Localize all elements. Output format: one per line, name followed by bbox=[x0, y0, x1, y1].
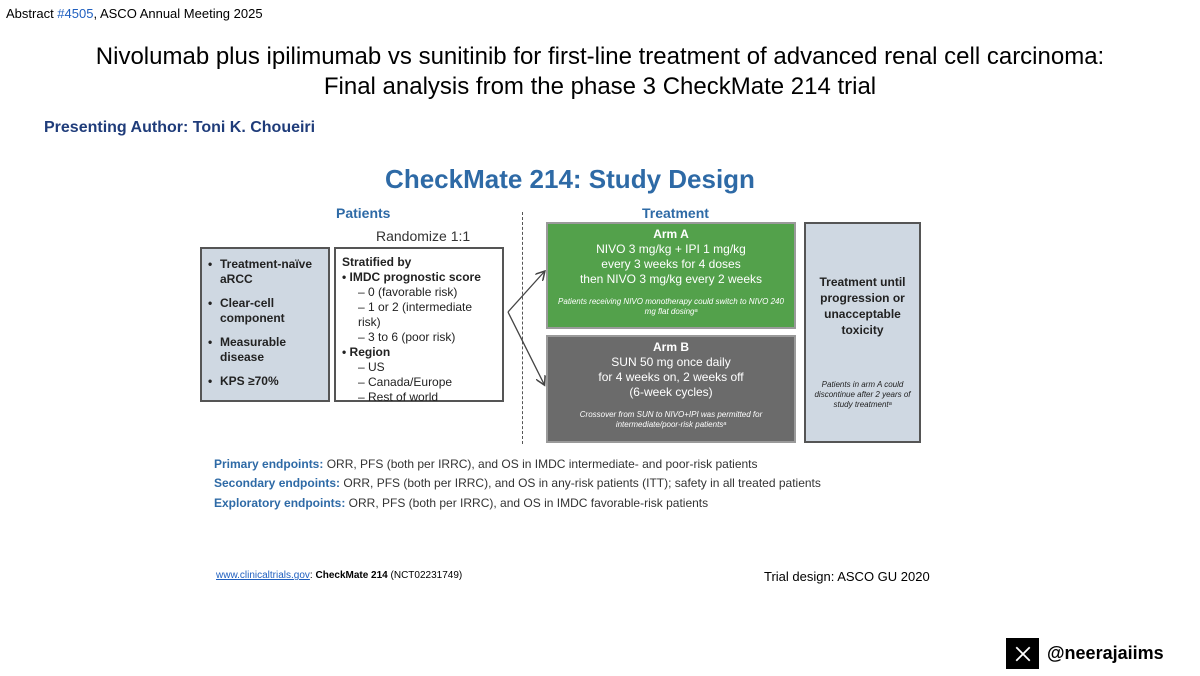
endpoint-text: ORR, PFS (both per IRRC), and OS in IMDC… bbox=[323, 457, 758, 471]
criterion-item: •Measurable disease bbox=[208, 335, 322, 365]
imdc-item: – 3 to 6 (poor risk) bbox=[358, 330, 456, 344]
endpoint-text: ORR, PFS (both per IRRC), and OS in any-… bbox=[340, 476, 821, 490]
arm-a-line-3: then NIVO 3 mg/kg every 2 weeks bbox=[579, 272, 763, 286]
imdc-item-text: 1 or 2 (intermediate risk) bbox=[358, 300, 473, 329]
slide-title: Nivolumab plus ipilimumab vs sunitinib f… bbox=[0, 42, 1200, 102]
imdc-item: – 0 (favorable risk) bbox=[358, 285, 458, 299]
abstract-number-link[interactable]: #4505 bbox=[57, 6, 94, 21]
imdc-item: – 1 or 2 (intermediate risk) bbox=[358, 300, 473, 329]
region-item: – Rest of world bbox=[358, 390, 439, 404]
randomize-label: Randomize 1:1 bbox=[376, 228, 471, 244]
imdc-label: IMDC prognostic score bbox=[349, 270, 481, 284]
arm-b-line-1: SUN 50 mg once daily bbox=[611, 355, 731, 369]
treatment-heading: Treatment bbox=[642, 205, 709, 221]
arm-a-box: Arm A NIVO 3 mg/kg + IPI 1 mg/kg every 3… bbox=[546, 222, 796, 329]
x-logo-icon bbox=[1006, 638, 1039, 669]
stratified-by-heading: Stratified by bbox=[342, 255, 412, 269]
exploratory-endpoints: Exploratory endpoints: ORR, PFS (both pe… bbox=[214, 496, 708, 510]
stratification-box: Stratified by • IMDC prognostic score – … bbox=[334, 247, 504, 404]
region-item-text: Canada/Europe bbox=[368, 375, 453, 389]
region-item: – Canada/Europe bbox=[358, 375, 453, 389]
imdc-item-text: 3 to 6 (poor risk) bbox=[368, 330, 456, 344]
criterion-item: •KPS ≥70% bbox=[208, 374, 279, 388]
criterion-text: KPS ≥70% bbox=[220, 374, 279, 388]
abstract-line: Abstract #4505, ASCO Annual Meeting 2025 bbox=[6, 6, 263, 21]
eligibility-criteria-box: •Treatment-naïve aRCC •Clear-cell compon… bbox=[200, 247, 330, 402]
reference-separator: : bbox=[309, 570, 316, 581]
presenting-author: Presenting Author: Toni K. Choueiri bbox=[44, 119, 316, 136]
trial-name: CheckMate 214 bbox=[315, 570, 388, 581]
clinicaltrials-link[interactable]: www.clinicaltrials.gov bbox=[216, 570, 310, 581]
nct-number: (NCT02231749) bbox=[387, 570, 463, 581]
social-handle[interactable]: @neerajaiims bbox=[1006, 638, 1164, 669]
region-item-text: US bbox=[368, 360, 385, 374]
arrow-to-arm-a bbox=[507, 272, 544, 313]
criterion-item: •Clear-cell component bbox=[208, 296, 322, 326]
arm-b-box: Arm B SUN 50 mg once daily for 4 weeks o… bbox=[546, 335, 796, 443]
trial-design-credit: Trial design: ASCO GU 2020 bbox=[764, 569, 930, 584]
arm-a-title: Arm A bbox=[653, 227, 689, 241]
arm-b-title: Arm B bbox=[652, 340, 689, 354]
arm-a-note: Patients receiving NIVO monotherapy coul… bbox=[558, 297, 784, 316]
arm-b-line-3: (6-week cycles) bbox=[629, 385, 713, 399]
treatment-until-box: Treatment until progression or unaccepta… bbox=[804, 222, 921, 443]
criterion-text: Treatment-naïve aRCC bbox=[220, 257, 313, 286]
region-item: – US bbox=[358, 360, 385, 374]
clinicaltrials-reference: www.clinicaltrials.gov: CheckMate 214 (N… bbox=[216, 570, 462, 581]
treatment-until-text: Treatment until progression or unaccepta… bbox=[819, 275, 906, 337]
endpoint-label: Primary endpoints: bbox=[214, 457, 324, 471]
region-label: Region bbox=[349, 345, 391, 359]
treatment-until-note: Patients in arm A could discontinue afte… bbox=[814, 380, 911, 409]
abstract-prefix: Abstract bbox=[6, 6, 58, 21]
criterion-text: Clear-cell component bbox=[220, 296, 285, 325]
endpoint-label: Secondary endpoints: bbox=[214, 476, 341, 490]
dashed-divider bbox=[522, 212, 523, 444]
arm-a-line-1: NIVO 3 mg/kg + IPI 1 mg/kg bbox=[596, 242, 746, 256]
imdc-item-text: 0 (favorable risk) bbox=[368, 285, 458, 299]
arm-a-line-2: every 3 weeks for 4 doses bbox=[601, 257, 741, 271]
imdc-heading: • IMDC prognostic score bbox=[342, 270, 481, 284]
endpoint-text: ORR, PFS (both per IRRC), and OS in IMDC… bbox=[345, 496, 709, 510]
region-heading: • Region bbox=[342, 345, 391, 359]
secondary-endpoints: Secondary endpoints: ORR, PFS (both per … bbox=[214, 476, 821, 490]
primary-endpoints: Primary endpoints: ORR, PFS (both per IR… bbox=[214, 457, 758, 471]
region-item-text: Rest of world bbox=[368, 390, 439, 404]
x-glyph bbox=[1015, 646, 1030, 661]
patients-heading: Patients bbox=[336, 205, 391, 221]
arm-b-line-2: for 4 weeks on, 2 weeks off bbox=[598, 370, 744, 384]
arm-b-note: Crossover from SUN to NIVO+IPI was permi… bbox=[579, 410, 763, 429]
criterion-item: •Treatment-naïve aRCC bbox=[208, 257, 322, 287]
arrow-to-arm-b bbox=[507, 311, 544, 384]
title-line-2: Final analysis from the phase 3 CheckMat… bbox=[323, 73, 877, 100]
endpoint-label: Exploratory endpoints: bbox=[214, 496, 346, 510]
design-title: CheckMate 214: Study Design bbox=[385, 164, 755, 194]
randomization-arrows bbox=[507, 220, 550, 400]
abstract-suffix: , ASCO Annual Meeting 2025 bbox=[93, 6, 263, 21]
handle-text: @neerajaiims bbox=[1047, 643, 1164, 663]
title-line-1: Nivolumab plus ipilimumab vs sunitinib f… bbox=[95, 43, 1105, 70]
criterion-text: Measurable disease bbox=[220, 335, 287, 364]
